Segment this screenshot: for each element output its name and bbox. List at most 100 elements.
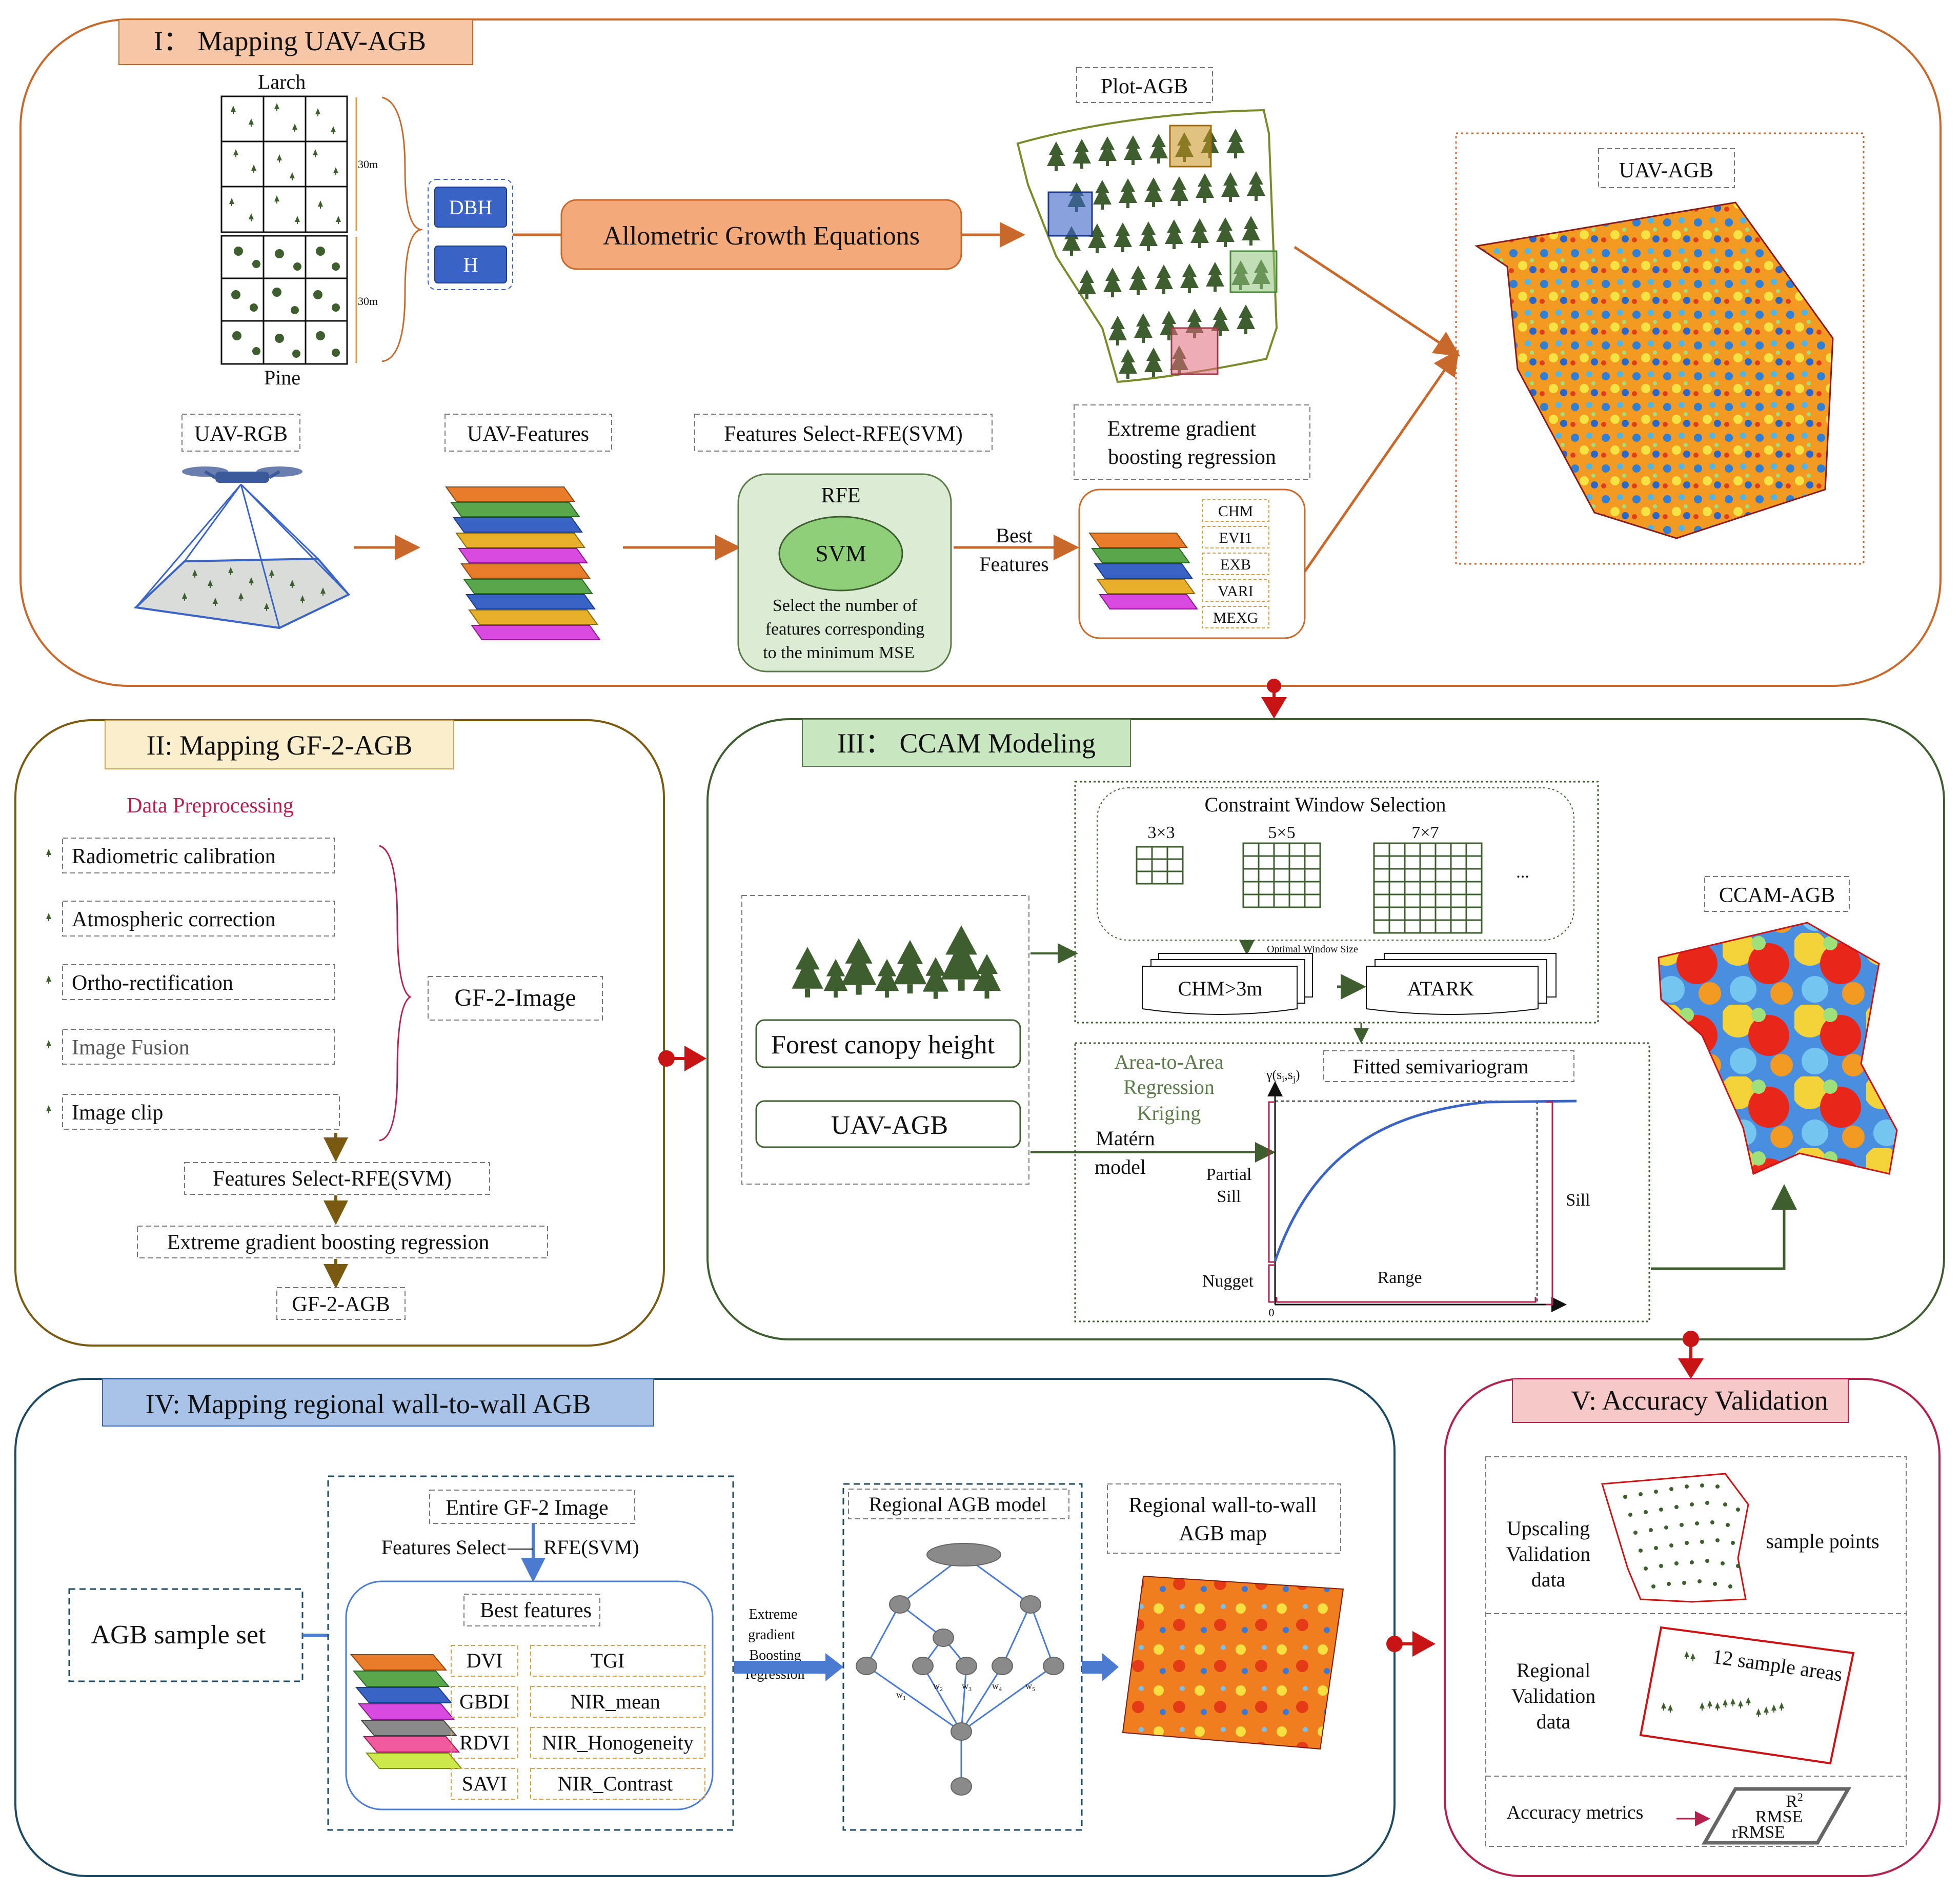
window-grid-7x7 — [1373, 842, 1483, 934]
gf2-image-box — [428, 976, 603, 1021]
uav-features-stack — [445, 486, 601, 640]
panel-3-title-box — [802, 719, 1131, 767]
sample-set-label: AGB sample set — [91, 1620, 266, 1650]
panel-2-title: II: Mapping GF-2-AGB — [147, 730, 413, 761]
matern-1: Matérn — [1096, 1127, 1155, 1150]
xgb-title-1: Extreme gradient — [1107, 417, 1257, 441]
upscaling-1: Upscaling — [1507, 1517, 1590, 1540]
feature-tag-vari: VARI — [1218, 583, 1253, 600]
svm-label: SVM — [815, 540, 866, 566]
uav-features-label-box — [444, 414, 612, 452]
ccam-agb-label: CCAM-AGB — [1719, 884, 1835, 907]
accuracy-metrics-label: Accuracy metrics — [1507, 1802, 1644, 1823]
step-radiometric: Radiometric calibration — [72, 845, 276, 868]
features-select-label: Features Select-RFE(SVM) — [724, 422, 962, 446]
p4-xgb-2: gradient — [748, 1627, 795, 1643]
window-7x7-label: 7×7 — [1411, 823, 1439, 842]
window-grid-3x3 — [1136, 846, 1184, 885]
partial-sill-1: Partial — [1206, 1165, 1252, 1184]
regional-val-2: Validation — [1511, 1684, 1595, 1707]
svg-text:w2: w2 — [933, 1681, 943, 1693]
ataRK-3: Kriging — [1137, 1102, 1201, 1125]
allometric-label: Allometric Growth Equations — [603, 221, 920, 251]
larch-plot-grid — [220, 95, 348, 233]
plot-agb-label-box — [1076, 67, 1213, 103]
metrics-parallelogram — [1701, 1787, 1852, 1845]
plot-marker-orange — [1169, 125, 1212, 168]
feature-rdvi: RDVI — [459, 1731, 510, 1754]
panel-ccam-modeling: III： CCAM Modeling Constraint Window Sel… — [706, 718, 1945, 1340]
panel-2-title-box — [105, 720, 454, 769]
regional-map-1: Regional wall-to-wall — [1128, 1494, 1317, 1517]
uav-agb-input-box — [755, 1100, 1021, 1148]
preprocessing-brace — [379, 845, 412, 1142]
uav-rgb-label: UAV-RGB — [194, 422, 288, 446]
regional-model-label: Regional AGB model — [869, 1493, 1047, 1516]
h-box — [434, 246, 507, 283]
matern-2: model — [1095, 1155, 1146, 1178]
h-label: H — [463, 253, 478, 276]
sample-points-map — [1601, 1473, 1749, 1603]
metric-rmse: RMSE — [1755, 1807, 1803, 1826]
feature-tag-mexg: MEXG — [1213, 609, 1258, 626]
uav-agb-frame — [1455, 132, 1865, 565]
rfe-svm-label-4: RFE(SVM) — [543, 1536, 639, 1559]
panel-5-title: V: Accuracy Validation — [1571, 1385, 1828, 1416]
svg-text:w4: w4 — [992, 1681, 1002, 1693]
plot-marker-pink — [1170, 327, 1219, 375]
rfe-note-2: features corresponding — [765, 620, 925, 639]
forest-canopy-label: Forest canopy height — [771, 1030, 995, 1060]
inputs-box — [741, 895, 1029, 1185]
gf2-image-label: GF-2-Image — [454, 984, 576, 1011]
best-features-1: Best — [996, 524, 1032, 547]
dimension-markers: 30m 30m — [355, 96, 423, 363]
svg-text:w1: w1 — [896, 1690, 906, 1701]
features-select-label-box — [694, 414, 993, 452]
dim-30m-top: 30m — [358, 158, 378, 171]
pine-plot-grid — [220, 235, 348, 365]
sample-areas-map: 12 sample areas — [1639, 1626, 1855, 1765]
feature-tag-exb: EXB — [1220, 556, 1251, 573]
gf2-feature-tags: DVI TGI GBDI NIR_mean RDVI NIR_Honogenei… — [451, 1645, 705, 1800]
entire-gf2-label: Entire GF-2 Image — [446, 1496, 608, 1520]
fitted-label: Fitted semivariogram — [1352, 1055, 1528, 1078]
panel-accuracy-validation: V: Accuracy Validation Upscaling Validat… — [1444, 1378, 1941, 1877]
upscaling-2: Validation — [1506, 1542, 1590, 1565]
xgb-feature-tags: CHM EVI1 EXB VARI MEXG — [1202, 499, 1269, 628]
feature-gbdi: GBDI — [459, 1690, 510, 1713]
svg-text:w3: w3 — [962, 1681, 972, 1693]
larch-label: Larch — [258, 70, 306, 93]
metric-rrmse: rRMSE — [1732, 1823, 1785, 1842]
window-ellipsis: ... — [1516, 863, 1529, 882]
xgb-title-box — [1074, 404, 1310, 480]
constraint-title: Constraint Window Selection — [1205, 793, 1446, 816]
best-features-2: Features — [979, 553, 1049, 576]
optimal-window-label: Optimal Window Size — [1267, 944, 1358, 955]
p4-xgb-3: Boosting — [749, 1647, 801, 1663]
range-bracket — [1276, 1297, 1537, 1303]
sill-label: Sill — [1566, 1191, 1590, 1210]
svm-ellipse — [778, 516, 903, 592]
uav-rgb-label-box — [181, 414, 300, 452]
step-ortho: Ortho-rectification — [72, 971, 233, 995]
window-3x3-label: 3×3 — [1147, 823, 1175, 842]
uav-agb-input-label: UAV-AGB — [831, 1111, 948, 1140]
data-preprocessing-label: Data Preprocessing — [127, 794, 293, 818]
regional-val-1: Regional — [1517, 1659, 1590, 1682]
step-fusion: Image Fusion — [72, 1036, 190, 1060]
rfe-note-1: Select the number of — [773, 596, 918, 615]
dim-30m-bottom: 30m — [358, 295, 378, 308]
feature-dvi: DVI — [466, 1649, 502, 1672]
p4-xgb-1: Extreme — [749, 1606, 798, 1622]
feature-tag-chm: CHM — [1218, 503, 1253, 520]
panel-4-title-box — [102, 1378, 654, 1427]
feature-tag-evi1: EVI1 — [1219, 530, 1252, 546]
xgb-feature-stack — [1088, 533, 1198, 609]
uav-agb-label-box — [1598, 148, 1735, 188]
p2-xgb-box — [137, 1226, 548, 1258]
partial-sill-2: Sill — [1217, 1187, 1241, 1206]
nn-weights: w1 w2 w3 w4 w5 — [896, 1681, 1035, 1701]
gf2-agb-box — [276, 1287, 406, 1320]
plot-marker-blue — [1047, 191, 1093, 237]
uav-agb-heatmap — [1474, 201, 1834, 539]
